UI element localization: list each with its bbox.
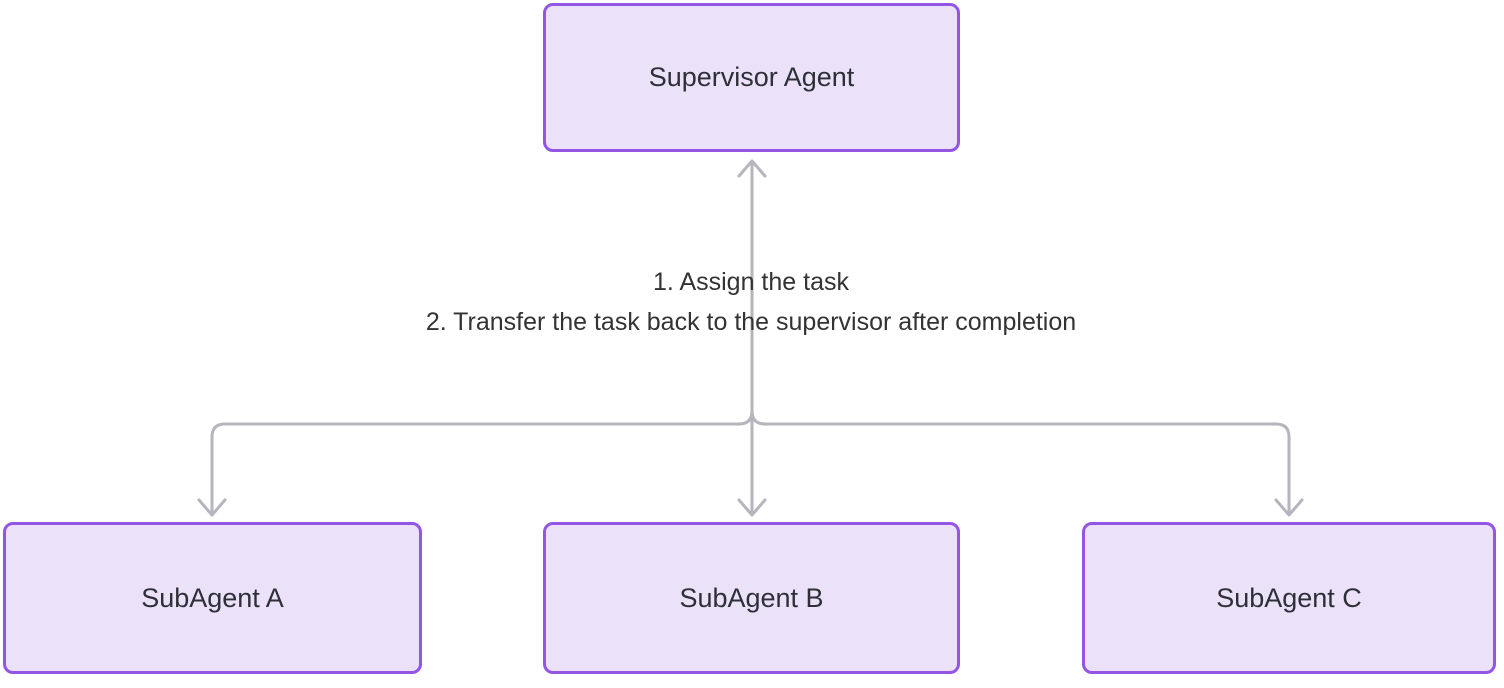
arrowhead-down-a-icon [197,498,227,517]
node-subagent-b: SubAgent B [543,522,960,674]
node-subagent-b-label: SubAgent B [679,582,824,613]
node-subagent-c-label: SubAgent C [1216,582,1362,613]
node-subagent-a: SubAgent A [3,522,422,674]
node-subagent-c: SubAgent C [1082,522,1496,674]
arrowhead-down-b-icon [737,498,767,517]
edge-label-line-2: 2. Transfer the task back to the supervi… [425,308,1077,336]
edge-label-line-1: 1. Assign the task [653,268,849,296]
node-subagent-a-label: SubAgent A [141,582,284,613]
arrowhead-down-c-icon [1274,498,1304,517]
node-supervisor-agent: Supervisor Agent [543,3,960,152]
node-supervisor-agent-label: Supervisor Agent [648,62,855,92]
edge-label: 1. Assign the task 2. Transfer the task … [426,262,1076,342]
arrowhead-up-icon [737,159,767,178]
